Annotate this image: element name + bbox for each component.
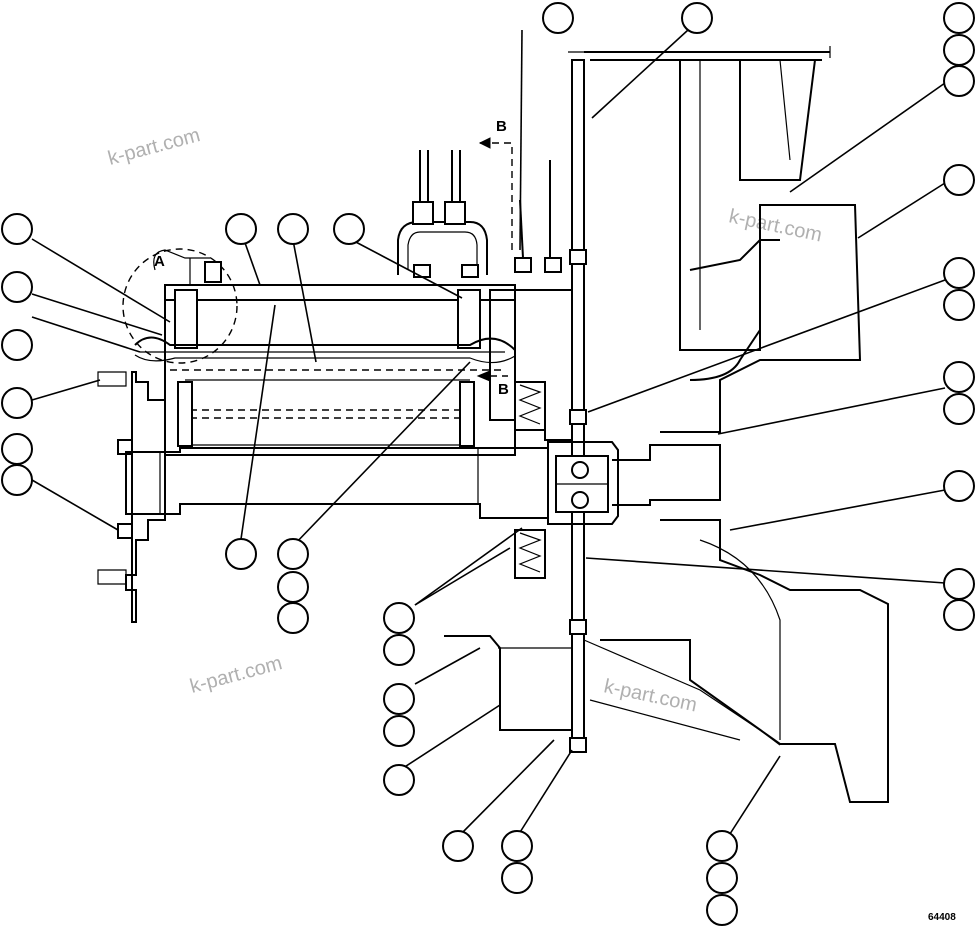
view-b-label: B — [498, 381, 509, 398]
callout-bubble — [1, 433, 33, 465]
leader-lines — [31, 29, 946, 838]
lower-bracket — [444, 635, 572, 731]
callout-bubble — [501, 830, 533, 862]
callout-bubble — [706, 862, 738, 894]
callout-bubble — [1, 271, 33, 303]
callout-bubble — [943, 2, 975, 34]
callout-bubble — [225, 538, 257, 570]
callout-bubble — [943, 361, 975, 393]
watermark: k-part.com — [106, 124, 203, 170]
callout-bubble — [277, 571, 309, 603]
detail-a-circle — [122, 248, 238, 364]
callout-bubble — [383, 634, 415, 666]
upper-duct — [584, 51, 862, 433]
callout-bubble — [277, 602, 309, 634]
callout-bubble — [706, 894, 738, 926]
callout-bubble — [333, 213, 365, 245]
watermark: k-part.com — [188, 652, 285, 698]
lower-duct — [600, 519, 889, 803]
callout-bubble — [383, 602, 415, 634]
callout-bubble — [706, 830, 738, 862]
callout-bubble — [943, 393, 975, 425]
left-mounting-flange — [125, 371, 166, 623]
callout-bubble — [225, 213, 257, 245]
watermark: k-part.com — [602, 675, 699, 716]
callout-bubble — [277, 213, 309, 245]
figure-number: 64408 — [928, 912, 956, 923]
drum-outer — [164, 284, 516, 456]
callout-bubble — [943, 289, 975, 321]
callout-bubble — [383, 683, 415, 715]
end-housing — [489, 289, 573, 441]
callout-bubble — [383, 764, 415, 796]
callout-bubble — [943, 257, 975, 289]
callout-bubble — [943, 164, 975, 196]
callout-bubble — [681, 2, 713, 34]
callout-bubble — [1, 464, 33, 496]
callout-bubble — [1, 329, 33, 361]
output-shaft — [612, 444, 721, 506]
callout-bubble — [542, 2, 574, 34]
detail-a-label: A — [154, 253, 165, 270]
callout-bubble — [501, 862, 533, 894]
callout-bubble — [943, 568, 975, 600]
mounting-plate — [571, 59, 585, 751]
callout-bubble — [442, 830, 474, 862]
callout-bubble — [943, 34, 975, 66]
spring-band — [134, 336, 516, 351]
callout-bubble — [943, 65, 975, 97]
bearing-hub — [547, 441, 619, 525]
assembly-drawing — [97, 46, 889, 803]
coil-springs — [514, 381, 546, 579]
callout-bubble — [277, 538, 309, 570]
callout-bubble — [943, 599, 975, 631]
callout-bubble — [1, 387, 33, 419]
callout-bubble — [1, 213, 33, 245]
callout-bubble — [383, 715, 415, 747]
callout-bubble — [943, 470, 975, 502]
main-shaft — [125, 447, 549, 519]
view-b-label: B — [496, 118, 507, 135]
